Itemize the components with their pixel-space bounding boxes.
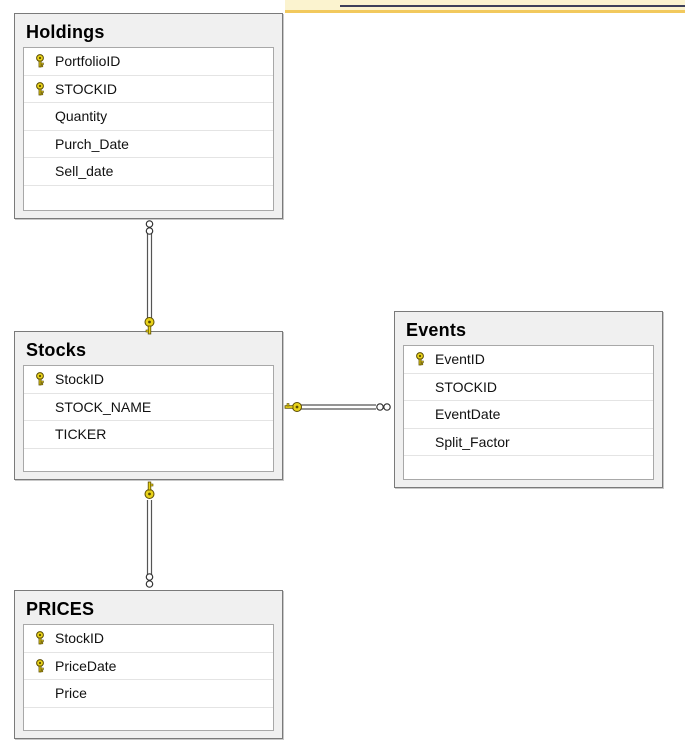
column-row[interactable]: EventID	[404, 346, 653, 374]
table-title-stocks: Stocks	[26, 340, 87, 360]
relationship-stocks-prices[interactable]	[145, 500, 154, 588]
key-icon	[284, 402, 302, 412]
top-divider-line	[340, 5, 685, 7]
key-icon	[144, 317, 155, 335]
column-name: EventDate	[435, 406, 501, 423]
column-name: Price	[55, 685, 87, 702]
column-name: TICKER	[55, 426, 107, 443]
column-name: Purch_Date	[55, 135, 129, 152]
column-name: STOCKID	[435, 378, 497, 395]
table-title-holdings: Holdings	[26, 22, 105, 42]
key-slot	[24, 372, 55, 386]
column-list-events: EventID STOCKID EventDate Split_Factor	[403, 345, 654, 480]
column-row[interactable]: TICKER	[24, 421, 273, 449]
infinity-icon	[145, 573, 154, 588]
infinity-icon	[145, 220, 154, 235]
key-slot	[24, 81, 55, 96]
column-row[interactable]: STOCK_NAME	[24, 394, 273, 421]
column-name: PortfolioID	[55, 53, 121, 70]
column-name: EventID	[435, 351, 485, 368]
column-name: Sell_date	[55, 163, 114, 180]
column-row[interactable]: Split_Factor	[404, 429, 653, 456]
table-prices[interactable]: PRICES StockID PriceDate Price	[14, 590, 283, 739]
column-name: StockID	[55, 371, 105, 388]
key-icon	[35, 631, 44, 645]
column-name: PriceDate	[55, 657, 117, 674]
column-row[interactable]: PortfolioID	[24, 48, 273, 76]
column-row[interactable]: STOCKID	[24, 76, 273, 103]
key-slot	[404, 352, 435, 366]
table-title-events: Events	[406, 320, 467, 340]
table-title-prices: PRICES	[26, 599, 95, 619]
column-name: Split_Factor	[435, 433, 510, 450]
key-slot	[24, 631, 55, 645]
key-icon	[35, 54, 44, 68]
column-row[interactable]: StockID	[24, 625, 273, 653]
column-row[interactable]: Sell_date	[24, 158, 273, 186]
key-icon	[35, 372, 44, 386]
column-row[interactable]: EventDate	[404, 401, 653, 429]
column-name: Quantity	[55, 108, 108, 125]
column-list-holdings: PortfolioID STOCKID Quantity Purch_Date …	[23, 47, 274, 211]
key-icon	[144, 481, 155, 499]
key-icon	[415, 352, 424, 366]
column-name: STOCKID	[55, 80, 117, 97]
table-holdings[interactable]: Holdings PortfolioID STOCKID Quantity Pu…	[14, 13, 283, 219]
column-row[interactable]: Quantity	[24, 103, 273, 131]
column-name: STOCK_NAME	[55, 398, 152, 415]
key-icon	[35, 81, 44, 96]
column-row[interactable]: StockID	[24, 366, 273, 394]
key-icon	[35, 658, 44, 673]
infinity-icon	[376, 403, 391, 411]
table-stocks[interactable]: Stocks StockID STOCK_NAME TICKER	[14, 331, 283, 480]
column-list-stocks: StockID STOCK_NAME TICKER	[23, 365, 274, 472]
column-row[interactable]: PriceDate	[24, 653, 273, 680]
relationship-stocks-events[interactable]	[298, 403, 391, 411]
table-events[interactable]: Events EventID STOCKID EventDate Split_F…	[394, 311, 663, 488]
relationship-holdings-stocks[interactable]	[145, 220, 154, 321]
column-list-prices: StockID PriceDate Price	[23, 624, 274, 731]
key-slot	[24, 54, 55, 68]
column-row[interactable]: Price	[24, 680, 273, 708]
key-slot	[24, 658, 55, 673]
column-row[interactable]: Purch_Date	[24, 131, 273, 158]
column-row[interactable]: STOCKID	[404, 374, 653, 401]
column-name: StockID	[55, 630, 105, 647]
